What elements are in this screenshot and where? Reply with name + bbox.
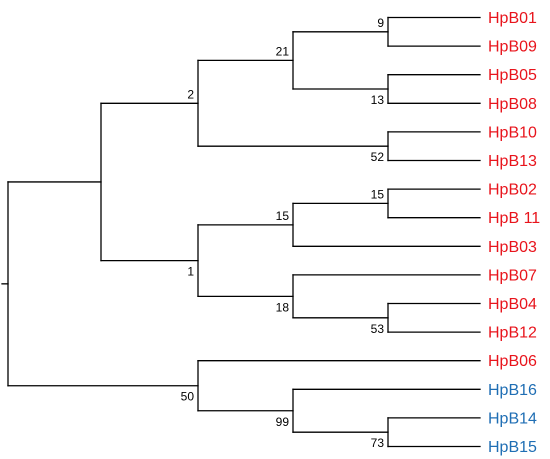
- leaf-label: HpB10: [488, 124, 537, 141]
- leaf-label: HpB01: [488, 10, 537, 27]
- leaf-label: HpB02: [488, 182, 537, 199]
- leaf-label: HpB16: [488, 382, 537, 399]
- support-value-n_50: 50: [181, 390, 195, 404]
- support-value-n_10_13: 52: [371, 150, 385, 164]
- leaf-label: HpB07: [488, 267, 537, 284]
- support-value-n_04_12: 53: [371, 322, 385, 336]
- leaf-label: HpB14: [488, 410, 537, 427]
- leaf-label: HpB05: [488, 67, 537, 84]
- support-value-n_02_11: 15: [371, 187, 385, 201]
- leaf-label: HpB 11: [488, 210, 540, 227]
- leaf-label: HpB09: [488, 39, 537, 56]
- support-value-n_15: 15: [276, 209, 290, 223]
- support-value-n_99: 99: [276, 415, 290, 429]
- support-value-n_01_09: 9: [377, 16, 384, 30]
- support-value-n_2: 2: [187, 87, 194, 101]
- support-value-n_1: 1: [187, 265, 194, 279]
- leaf-label: HpB13: [488, 153, 537, 170]
- leaf-label: HpB08: [488, 96, 537, 113]
- leaf-label: HpB03: [488, 239, 537, 256]
- support-value-n_14_15: 73: [371, 436, 385, 450]
- leaf-label: HpB04: [488, 296, 537, 313]
- support-value-n_21: 21: [276, 44, 290, 58]
- support-value-n_18: 18: [276, 300, 290, 314]
- leaf-label: HpB06: [488, 353, 537, 370]
- support-value-n_05_08: 13: [371, 93, 385, 107]
- leaf-label: HpB12: [488, 325, 537, 342]
- leaf-label: HpB15: [488, 439, 537, 456]
